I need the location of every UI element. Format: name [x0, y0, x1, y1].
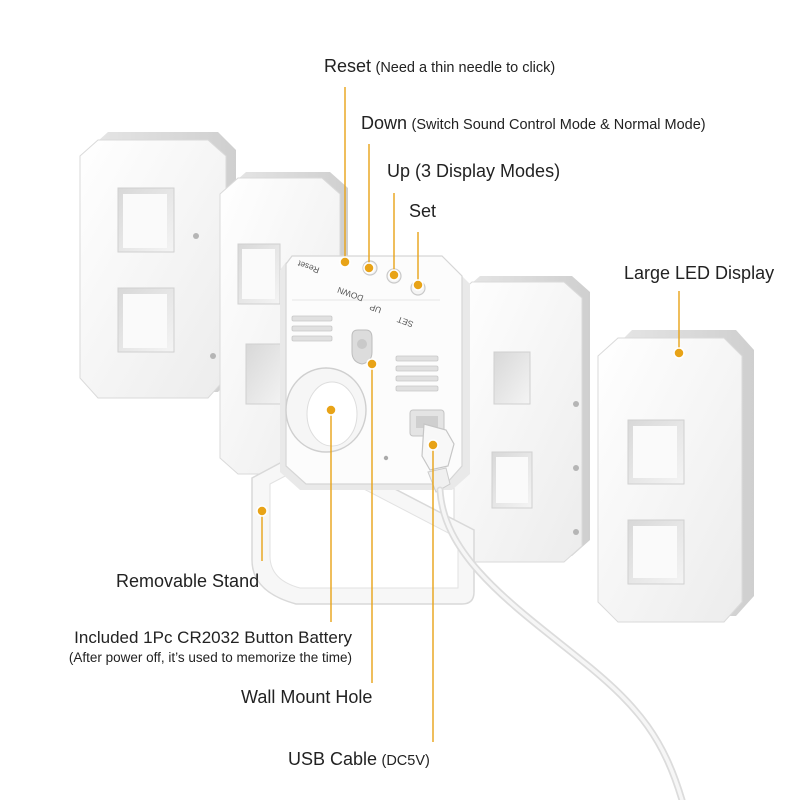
label-wall-title: Wall Mount Hole: [241, 687, 373, 707]
label-battery: Included 1Pc CR2032 Button Battery (Afte…: [2, 628, 352, 665]
callout-dot-reset: [339, 256, 351, 268]
label-wall: Wall Mount Hole: [241, 687, 372, 708]
label-usb-note: (DC5V): [381, 753, 430, 769]
label-reset-note: (Need a thin needle to click): [375, 60, 556, 76]
callout-dot-up: [388, 269, 400, 281]
callout-dot-led: [673, 347, 685, 359]
speaker-vents-left: [291, 315, 333, 342]
digit-right: [597, 330, 754, 623]
callout-dot-battery: [325, 404, 337, 416]
label-battery-title: Included 1Pc CR2032 Button Battery: [74, 628, 352, 647]
callouts: [261, 87, 680, 742]
callout-dot-set: [412, 279, 424, 291]
label-stand: Removable Stand: [116, 571, 259, 592]
wall-mount-hole: [351, 329, 373, 365]
digit-third: [453, 276, 590, 563]
label-up: Up (3 Display Modes): [387, 161, 560, 182]
label-usb: USB Cable (DC5V): [288, 749, 430, 770]
label-led: Large LED Display: [624, 263, 774, 284]
label-down-title: Down: [361, 113, 408, 133]
label-down-note: (Switch Sound Control Mode & Normal Mode…: [411, 117, 706, 133]
label-battery-note: (After power off, it’s used to memorize …: [68, 650, 352, 665]
label-up-title: Up (3 Display Modes): [387, 161, 561, 181]
callout-dot-wall: [366, 358, 378, 370]
label-set-title: Set: [409, 201, 437, 221]
label-reset: Reset (Need a thin needle to click): [324, 56, 555, 77]
callout-dots: [256, 256, 685, 517]
label-stand-title: Removable Stand: [116, 571, 260, 591]
label-reset-title: Reset: [324, 56, 372, 76]
label-down: Down (Switch Sound Control Mode & Normal…: [361, 113, 706, 134]
label-set: Set: [409, 201, 436, 222]
speaker-vents-right: [395, 355, 439, 392]
callout-dot-stand: [256, 505, 268, 517]
callout-dot-down: [363, 262, 375, 274]
label-usb-title: USB Cable: [288, 749, 378, 769]
digit-left: [79, 132, 236, 399]
label-led-title: Large LED Display: [624, 263, 775, 283]
callout-dot-usb: [427, 439, 439, 451]
button-label-up: UP: [368, 302, 383, 316]
